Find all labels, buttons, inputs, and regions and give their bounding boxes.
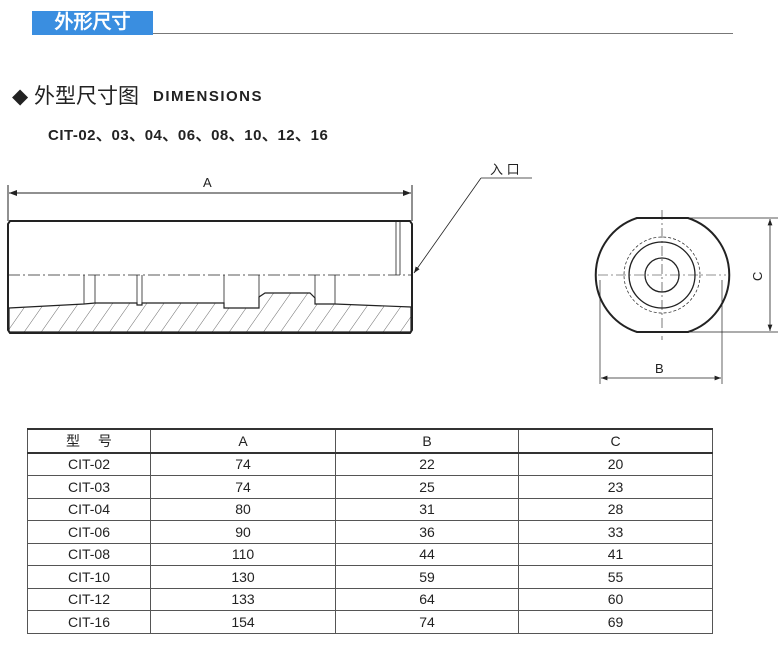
table-cell: CIT-02	[27, 451, 151, 476]
section-header: 外形尺寸	[32, 11, 153, 35]
table-cell: 59	[335, 565, 519, 589]
table-cell: 22	[335, 451, 519, 476]
dimension-drawing: A B C 入 口	[7, 162, 778, 384]
header-divider	[153, 33, 733, 34]
header-b: B	[335, 428, 519, 453]
label-b: B	[655, 361, 664, 376]
table-cell: CIT-03	[27, 475, 151, 499]
models-line: CIT-02、03、04、06、08、10、12、16	[48, 127, 329, 144]
table-cell: 133	[150, 587, 336, 611]
table-cell: 64	[335, 587, 519, 611]
table-cell: 36	[335, 520, 519, 544]
diamond-icon: ◆	[12, 85, 29, 108]
table-cell: 110	[150, 542, 336, 566]
table-cell: 74	[335, 610, 519, 634]
label-a: A	[203, 175, 212, 190]
title-cn: 外型尺寸图	[34, 85, 139, 108]
table-cell: CIT-04	[27, 497, 151, 521]
table-cell: 154	[150, 610, 336, 634]
table-cell: CIT-16	[27, 610, 151, 634]
table-cell: CIT-10	[27, 565, 151, 589]
inlet-label: 入 口	[490, 162, 520, 177]
label-c: C	[750, 272, 765, 281]
table-cell: 74	[150, 451, 336, 476]
header-a: A	[150, 428, 336, 453]
table-cell: 60	[518, 587, 713, 611]
table-cell: CIT-12	[27, 587, 151, 611]
end-view	[594, 210, 778, 384]
side-view	[7, 177, 532, 334]
table-header: 型 号 A B C	[27, 428, 713, 453]
table-cell: 31	[335, 497, 519, 521]
table-cell: CIT-08	[27, 542, 151, 566]
table-cell: CIT-06	[27, 520, 151, 544]
table-cell: 28	[518, 497, 713, 521]
header-model: 型 号	[27, 428, 151, 453]
table-cell: 44	[335, 542, 519, 566]
table-cell: 90	[150, 520, 336, 544]
table-cell: 41	[518, 542, 713, 566]
title-en: DIMENSIONS	[153, 88, 264, 105]
table-cell: 74	[150, 475, 336, 499]
table-cell: 80	[150, 497, 336, 521]
table-cell: 55	[518, 565, 713, 589]
table-cell: 25	[335, 475, 519, 499]
table-cell: 69	[518, 610, 713, 634]
table-cell: 33	[518, 520, 713, 544]
header-c: C	[518, 428, 713, 453]
table-cell: 130	[150, 565, 336, 589]
table-cell: 23	[518, 475, 713, 499]
table-cell: 20	[518, 451, 713, 476]
section-title: ◆ 外型尺寸图 DIMENSIONS	[12, 80, 263, 110]
